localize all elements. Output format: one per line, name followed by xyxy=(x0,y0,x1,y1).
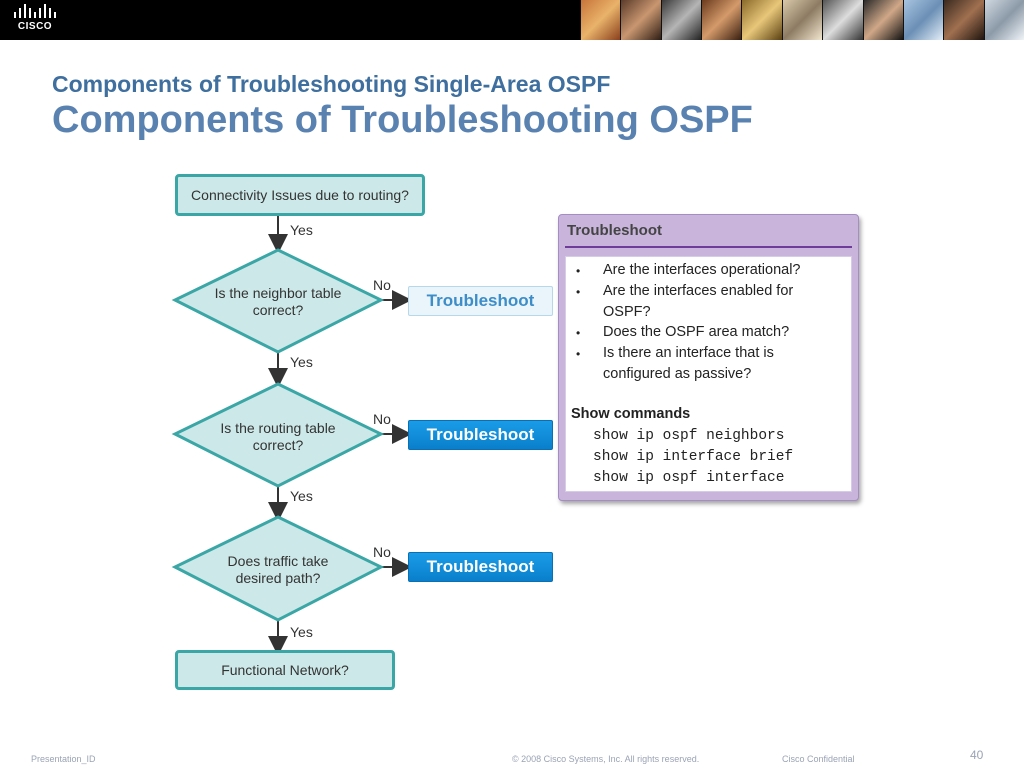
footer-copyright: © 2008 Cisco Systems, Inc. All rights re… xyxy=(512,754,700,764)
checklist-item-cont: OSPF? xyxy=(603,304,651,320)
slide-subtitle: Components of Troubleshooting Single-Are… xyxy=(52,71,611,97)
decision-text-line: Is the neighbor table xyxy=(214,285,342,301)
top-banner: CISCO xyxy=(0,0,1024,40)
panel-body: • Are the interfaces operational? • Are … xyxy=(565,256,852,492)
troubleshoot-panel: Troubleshoot • Are the interfaces operat… xyxy=(558,214,859,501)
photo-tile xyxy=(822,0,863,40)
decision-text: Is the routing table correct? xyxy=(200,420,356,454)
yes-label: Yes xyxy=(290,354,313,370)
slide-title: Components of Troubleshooting OSPF xyxy=(52,99,753,141)
troubleshoot-neighbor-button[interactable]: Troubleshoot xyxy=(408,286,553,316)
decision-text-line: correct? xyxy=(252,302,304,318)
troubleshoot-path-button[interactable]: Troubleshoot xyxy=(408,552,553,582)
commands-heading: Show commands xyxy=(571,406,691,422)
decision-diamond xyxy=(171,382,385,488)
cisco-logo: CISCO xyxy=(12,4,62,36)
photo-tile xyxy=(620,0,661,40)
no-label: No xyxy=(373,411,391,427)
logo-wordmark: CISCO xyxy=(17,21,53,32)
start-box: Connectivity Issues due to routing? xyxy=(175,174,425,216)
checklist-item: Is there an interface that is xyxy=(603,345,774,361)
end-box: Functional Network? xyxy=(175,650,395,690)
photo-strip xyxy=(580,0,1024,40)
photo-tile xyxy=(943,0,984,40)
checklist-item: Are the interfaces enabled for xyxy=(603,283,794,299)
checklist-item: Does the OSPF area match? xyxy=(603,324,790,340)
photo-tile xyxy=(862,0,903,40)
troubleshoot-routing-button[interactable]: Troubleshoot xyxy=(408,420,553,450)
photo-tile xyxy=(983,0,1024,40)
panel-divider xyxy=(565,246,852,248)
no-label: No xyxy=(373,277,391,293)
command-line: show ip ospf interface xyxy=(593,470,785,486)
photo-tile xyxy=(741,0,782,40)
decision-text-line: Is the routing table xyxy=(220,420,336,436)
footer-presentation-id: Presentation_ID xyxy=(31,754,96,764)
no-label: No xyxy=(373,544,391,560)
bullet-icon: • xyxy=(576,264,581,278)
decision-text: Does traffic take desired path? xyxy=(200,553,356,587)
checklist-item-cont: configured as passive? xyxy=(603,366,752,382)
bullet-icon: • xyxy=(576,326,581,340)
checklist-item: Are the interfaces operational? xyxy=(603,262,801,278)
photo-tile xyxy=(580,0,621,40)
photo-tile xyxy=(660,0,702,40)
panel-title: Troubleshoot xyxy=(567,222,662,239)
page-number: 40 xyxy=(970,748,984,762)
yes-label: Yes xyxy=(290,222,313,238)
decision-text-line: correct? xyxy=(252,437,304,453)
bullet-icon: • xyxy=(576,285,581,299)
yes-label: Yes xyxy=(290,488,313,504)
decision-text: Is the neighbor table correct? xyxy=(200,285,356,319)
yes-label: Yes xyxy=(290,624,313,640)
decision-diamond xyxy=(171,248,385,354)
bullet-icon: • xyxy=(576,347,581,361)
photo-tile xyxy=(701,0,742,40)
command-line: show ip interface brief xyxy=(593,449,794,465)
command-line: show ip ospf neighbors xyxy=(593,428,785,444)
decision-text-line: desired path? xyxy=(235,570,321,586)
cisco-bars-icon xyxy=(14,4,56,18)
decision-text-line: Does traffic take xyxy=(227,553,329,569)
decision-diamond xyxy=(171,515,385,622)
photo-tile xyxy=(902,0,944,40)
footer-confidential: Cisco Confidential xyxy=(782,754,855,764)
photo-tile xyxy=(781,0,823,40)
